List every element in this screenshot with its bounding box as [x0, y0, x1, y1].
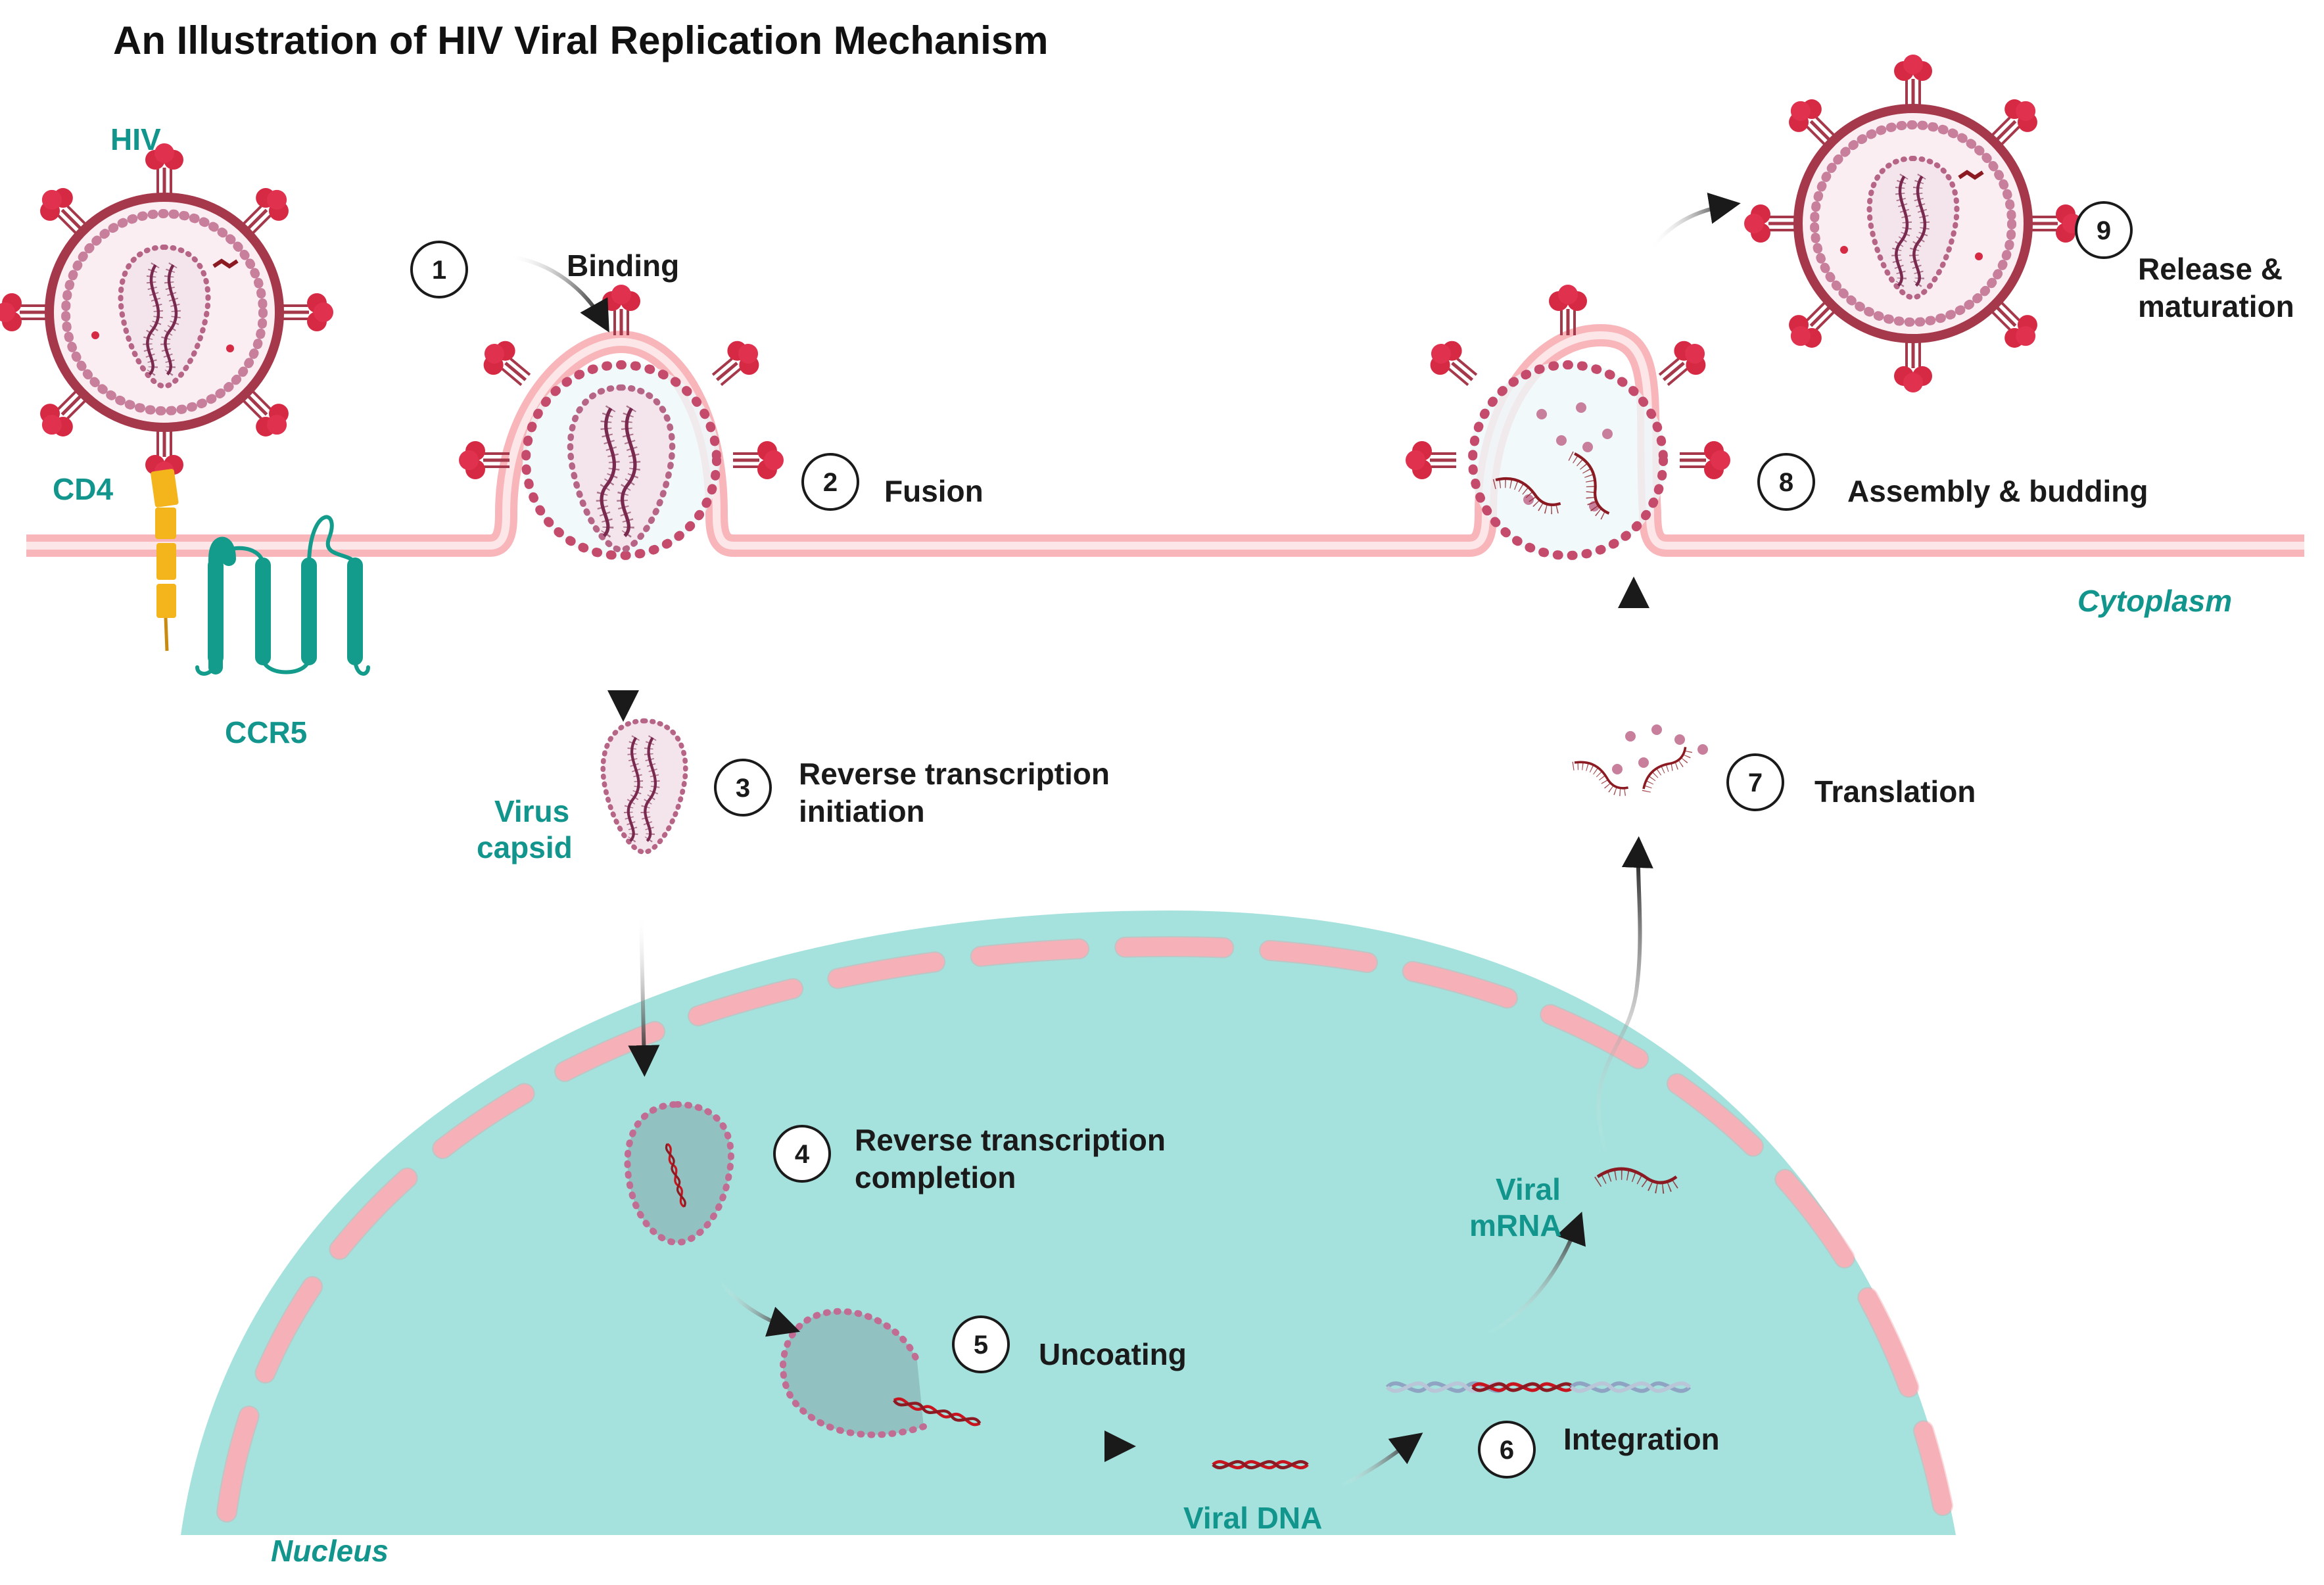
step-7: 7 Translation — [1726, 753, 1976, 811]
step-7-number: 7 — [1748, 769, 1763, 797]
step-2-label: Fusion — [884, 474, 984, 508]
step-2: 2 Fusion — [801, 453, 984, 511]
step-7-label: Translation — [1814, 774, 1976, 809]
label-virus-capsid-2: capsid — [477, 830, 573, 864]
step-4-number: 4 — [795, 1140, 810, 1169]
arrow-budding-to-release — [1648, 193, 1741, 251]
diagram-title: An Illustration of HIV Viral Replication… — [113, 18, 1048, 62]
label-cytoplasm: Cytoplasm — [2077, 584, 2232, 618]
step-2-number: 2 — [823, 468, 838, 497]
cd4-receptor — [151, 469, 179, 651]
arrow-binding — [509, 254, 609, 333]
arrow-capsid-to-rt — [628, 913, 660, 1077]
step-6-label: Integration — [1563, 1422, 1720, 1456]
step-4: 4 Reverse transcription completion — [773, 1123, 1166, 1195]
step-1-label: Binding — [567, 248, 679, 283]
label-hiv: HIV — [110, 122, 161, 156]
step-3-label-2: initiation — [799, 794, 925, 828]
step-3-number: 3 — [736, 774, 750, 803]
step-5: 5 Uncoating — [952, 1315, 1187, 1373]
arrows — [509, 193, 1741, 1488]
label-cd4: CD4 — [53, 472, 113, 506]
label-viral-dna: Viral DNA — [1183, 1501, 1322, 1535]
mature-virion — [1744, 55, 2082, 392]
step-5-label: Uncoating — [1039, 1337, 1187, 1371]
arrow-integration-to-mrna — [1484, 1212, 1586, 1337]
rt-complete-capsid — [624, 1100, 734, 1246]
label-viral-mrna-1: Viral — [1496, 1172, 1561, 1206]
arrow-mrna-to-translation — [1596, 836, 1653, 1158]
step-6: 6 Integration — [1478, 1421, 1720, 1479]
step-4-label-2: completion — [855, 1160, 1016, 1195]
nucleus — [181, 911, 1956, 1535]
step-1-number: 1 — [432, 256, 446, 285]
step-8: 8 Assembly & budding — [1757, 453, 2148, 511]
step-9: 9 Release & maturation — [2075, 201, 2294, 323]
step-8-number: 8 — [1779, 468, 1793, 497]
step-5-number: 5 — [974, 1331, 988, 1360]
arrow-dna-to-integration — [1340, 1432, 1423, 1488]
arrow-rt-to-uncoat — [718, 1281, 801, 1337]
step-4-label-1: Reverse transcription — [855, 1123, 1166, 1157]
cell-membrane — [26, 323, 2304, 557]
step-9-label-2: maturation — [2138, 289, 2294, 323]
step-9-number: 9 — [2097, 216, 2111, 245]
virus-capsid — [603, 721, 686, 853]
label-viral-mrna-2: mRNA — [1469, 1208, 1562, 1242]
ccr5-coreceptor — [195, 515, 370, 676]
fusion-virion — [459, 285, 784, 560]
translation-cluster — [1571, 724, 1708, 795]
step-3-label-1: Reverse transcription — [799, 757, 1110, 791]
uncoating-capsid — [780, 1308, 981, 1438]
label-virus-capsid-1: Virus — [494, 794, 569, 828]
step-3: 3 Reverse transcription initiation — [714, 757, 1110, 828]
step-9-label-1: Release & — [2138, 252, 2283, 286]
label-ccr5: CCR5 — [225, 715, 307, 749]
step-1: 1 Binding — [410, 241, 679, 298]
integrated-dna — [1385, 1381, 1692, 1393]
step-6-number: 6 — [1500, 1436, 1514, 1465]
hiv-virion — [0, 143, 333, 481]
label-nucleus: Nucleus — [271, 1534, 389, 1568]
budding-virion — [1406, 285, 1730, 560]
step-8-label: Assembly & budding — [1847, 474, 2148, 508]
